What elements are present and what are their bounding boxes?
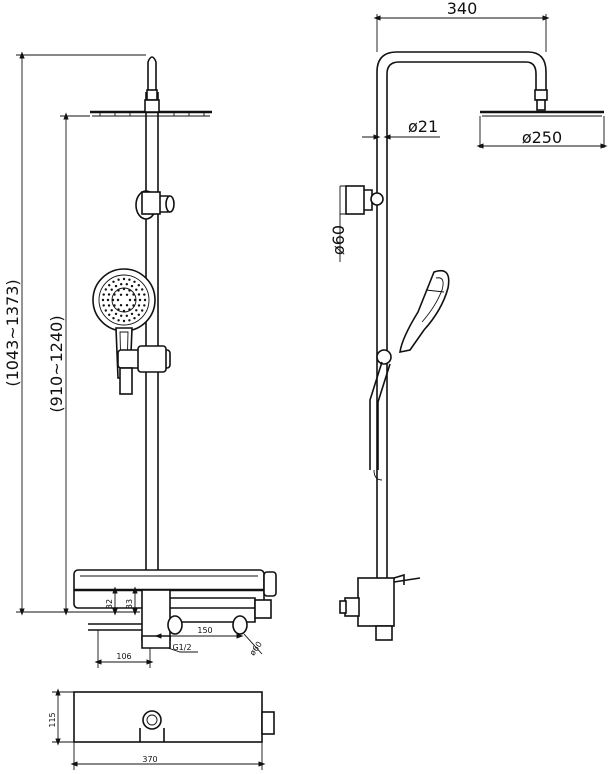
- nozzle-dot: [119, 304, 123, 307]
- nozzle-dot: [111, 298, 115, 302]
- nozzle-dot: [113, 304, 116, 307]
- nozzle-dot: [143, 293, 146, 296]
- nozzle-dot: [128, 278, 131, 281]
- nozzle-dot: [102, 304, 105, 307]
- nozzle-dot: [125, 293, 129, 296]
- nozzle-dot: [102, 293, 105, 296]
- top-shelf: [73, 691, 263, 743]
- nozzle-dot: [137, 304, 141, 307]
- side-riser-arm-outer: [376, 51, 547, 590]
- top-view: 115 370: [48, 688, 275, 770]
- nozzle-dot: [143, 304, 146, 307]
- nozzle-dot: [130, 312, 134, 316]
- top-handle: [261, 711, 275, 735]
- nozzle-dot: [128, 298, 132, 302]
- front-temperature-handle: [263, 571, 277, 597]
- nozzle-dot: [133, 298, 137, 302]
- overall-width: 340: [447, 0, 478, 18]
- outlet-offset: 106: [116, 652, 131, 661]
- nozzle-dot: [137, 284, 140, 287]
- nozzle-dot: [133, 317, 136, 320]
- nozzle-dot: [122, 309, 126, 313]
- nozzle-dot: [104, 309, 108, 312]
- nozzle-dot: [141, 309, 144, 312]
- nozzle-dot: [114, 312, 118, 316]
- nozzle-dot: [116, 298, 120, 302]
- nozzle-dot: [125, 304, 129, 307]
- nozzle-dot: [137, 313, 140, 316]
- nozzle-dot: [106, 298, 110, 302]
- shelf-width: 370: [142, 755, 157, 764]
- nozzle-dot: [135, 309, 138, 312]
- side-upper-bracket: [345, 185, 365, 215]
- bracket-diameter: ø60: [329, 225, 348, 255]
- side-riser-arm-inner: [386, 61, 537, 590]
- nozzle-dot: [122, 319, 126, 323]
- front-arm: [147, 56, 157, 92]
- side-hand-shower: [369, 269, 450, 481]
- nozzle-dot: [108, 284, 111, 287]
- nozzle-dot: [110, 309, 113, 312]
- nozzle-dot: [104, 288, 108, 291]
- nozzle-dot: [122, 287, 126, 291]
- arm-diameter: ø21: [408, 117, 438, 136]
- nozzle-dot: [125, 283, 128, 286]
- nozzle-dot: [125, 314, 128, 317]
- small-diameter: ø60: [248, 640, 264, 658]
- front-hose-holder: [119, 367, 133, 395]
- nozzle-dot: [120, 314, 123, 317]
- nozzle-dot: [117, 319, 120, 322]
- nozzle-dot: [122, 277, 126, 281]
- hand-shower-nozzles: [101, 277, 147, 323]
- nozzle-dot: [101, 298, 105, 302]
- thread-size: G1/2: [172, 643, 191, 652]
- nozzle-dot: [141, 288, 144, 291]
- total-height-label: (1043~1373): [3, 279, 22, 386]
- nozzle-dot: [130, 284, 134, 288]
- nozzle-dot: [117, 278, 120, 281]
- front-valve-body: [141, 589, 171, 641]
- valve-height-2: 33: [125, 599, 134, 609]
- overhead-diameter: ø250: [522, 128, 562, 147]
- nozzle-dot: [113, 293, 116, 296]
- nozzle-dot: [128, 319, 131, 322]
- front-view: (1043~1373) (910~1240) 32 33 150 106 G1/…: [3, 51, 277, 668]
- nozzle-dot: [138, 298, 142, 302]
- nozzle-dot: [117, 289, 120, 292]
- valve-height-1: 32: [105, 599, 114, 609]
- nozzle-dot: [112, 317, 115, 320]
- front-arm-connector: [146, 89, 158, 101]
- nozzle-dot: [135, 288, 138, 291]
- shelf-depth: 115: [48, 712, 57, 727]
- nozzle-dot: [107, 293, 111, 296]
- nozzle-dot: [143, 298, 147, 302]
- side-view: 340 ø21 ø250 ø60: [329, 0, 608, 641]
- side-arm-connector: [534, 89, 548, 101]
- nozzle-dot: [107, 304, 111, 307]
- nozzle-dot: [132, 293, 135, 296]
- nozzle-dot: [120, 283, 123, 286]
- nozzle-dot: [137, 293, 141, 296]
- nozzle-dot: [119, 293, 123, 296]
- front-upper-bracket: [141, 191, 161, 215]
- nozzle-dot: [132, 304, 135, 307]
- front-riser-pipe: [145, 92, 159, 590]
- nozzle-dot: [128, 289, 131, 292]
- nozzle-dot: [108, 313, 111, 316]
- nozzle-dot: [128, 308, 131, 311]
- nozzle-dot: [110, 288, 113, 291]
- nozzle-dot: [114, 284, 118, 288]
- nozzle-dot: [112, 280, 115, 283]
- nozzle-dot: [117, 308, 120, 311]
- bar-height-label: (910~1240): [47, 315, 66, 412]
- side-outlet: [375, 625, 393, 641]
- spout-length: 150: [197, 626, 212, 635]
- nozzle-dot: [133, 280, 136, 283]
- top-outlet-ring: [142, 710, 162, 730]
- side-valve-body: [357, 577, 395, 627]
